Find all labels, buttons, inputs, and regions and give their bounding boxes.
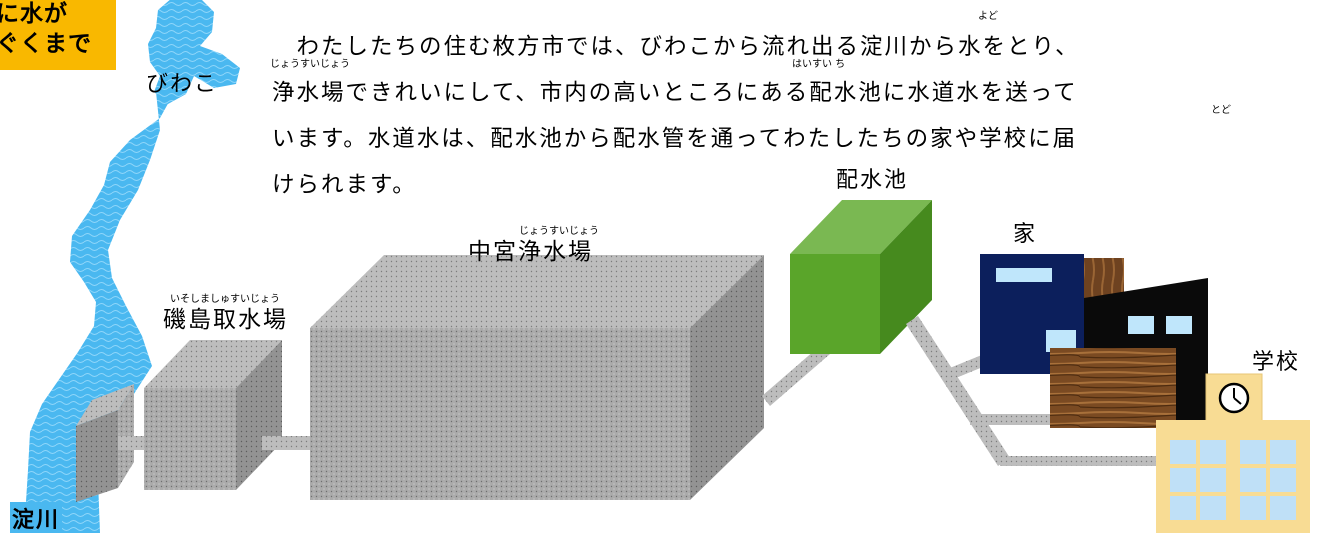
reservoir-side — [880, 200, 932, 354]
pipe-4 — [906, 316, 1010, 466]
pipe-7 — [1000, 456, 1160, 466]
house-window-3 — [1128, 316, 1154, 334]
intake-gate-front — [76, 410, 118, 502]
reservoir-top — [790, 200, 932, 254]
pipe-6 — [970, 414, 1060, 425]
label-nakamiya: 中宮浄水場 — [468, 239, 593, 265]
title-line-1: に水が — [0, 1, 68, 27]
label-school: 学校 — [1252, 350, 1301, 375]
paragraph-line-2: 浄水場できれいにして、市内の高いところにある配水池に水道水を送って — [272, 80, 1078, 106]
nakamiya-top — [310, 255, 764, 328]
label-haisuichi: 配水池 — [836, 168, 909, 193]
house-wood-panel — [1084, 258, 1124, 298]
paragraph-line-4: けられます。 — [272, 172, 417, 198]
lake-biwa-river — [24, 0, 240, 533]
title-box — [0, 0, 116, 70]
house-wood-front — [1050, 348, 1176, 428]
ruby-nakamiya: じょうすいじょう — [519, 226, 599, 237]
nakamiya-side — [690, 255, 764, 500]
intake-gate-side — [76, 384, 134, 426]
house-window-1 — [996, 268, 1052, 282]
isoshima-front — [144, 388, 236, 490]
ruby-jousuijou: じょうすいじょう — [270, 59, 350, 70]
label-house: 家 — [1013, 222, 1038, 247]
isoshima-side — [236, 340, 282, 490]
paragraph-line-1: わたしたちの住む枚方市では、びわこから流れ出る淀川から水をとり、 — [272, 34, 1080, 60]
reservoir-front — [790, 254, 880, 354]
pipe-3 — [762, 344, 830, 406]
pipe-2 — [262, 436, 314, 450]
title-line-2: ぐくまで — [0, 31, 92, 57]
paragraph-line-3: います。水道水は、配水池から配水管を通ってわたしたちの家や学校に届 — [272, 126, 1078, 152]
pipe-1 — [118, 436, 148, 450]
label-isoshima: 磯島取水場 — [163, 307, 288, 333]
house-window-2 — [1046, 330, 1076, 352]
house-window-4 — [1166, 316, 1192, 334]
explanation-paragraph: わたしたちの住む枚方市では、びわこから流れ出る淀川から水をとり、 浄水場できれい… — [272, 24, 1272, 208]
ruby-haisuichi: はいすい ち — [792, 59, 846, 70]
nakamiya-front — [310, 328, 690, 500]
ruby-isoshima: いそしましゅすいじょう — [170, 294, 280, 305]
ruby-todo: とど — [1211, 105, 1231, 116]
school-windows — [1170, 440, 1296, 520]
label-biwako: びわこ — [146, 72, 219, 97]
label-yodogawa: 淀川 — [10, 502, 63, 533]
ruby-yodo: よど — [978, 11, 998, 22]
